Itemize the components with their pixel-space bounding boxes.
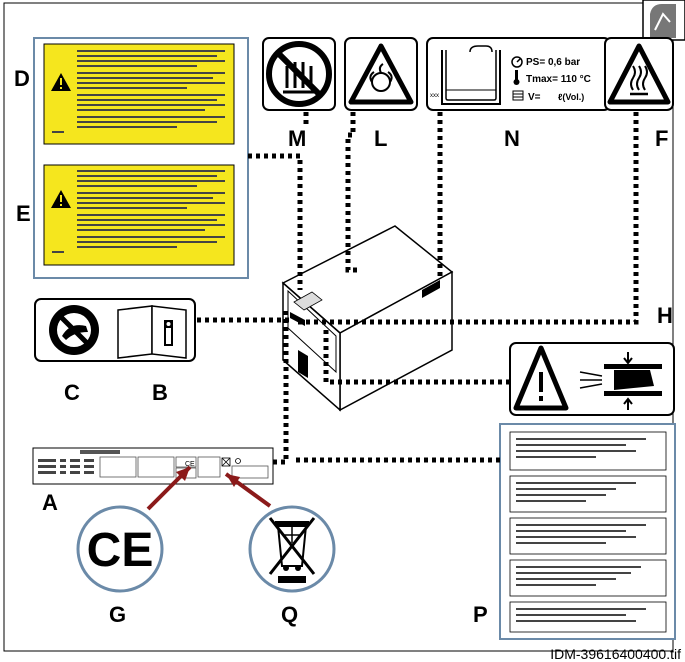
pressure-volume-value: ℓ(Vol.) (558, 92, 584, 102)
read-manual-icon (117, 305, 187, 359)
instruction-sheet (499, 423, 676, 640)
warning-label-e (43, 164, 235, 266)
weee-bin-zoom (248, 505, 336, 593)
outer-frame (3, 2, 674, 652)
label-e: E (16, 201, 31, 226)
label-a: A (42, 490, 58, 515)
ce-mark-zoom: CE (76, 505, 164, 593)
pressure-ps-text: PS= 0,6 bar (526, 57, 580, 68)
no-steam-hand-icon (262, 37, 336, 111)
label-b: B (152, 380, 168, 405)
label-m: M (288, 126, 307, 151)
label-q: Q (281, 602, 299, 627)
pressure-volume-prefix: V= (528, 92, 541, 103)
label-n: N (504, 126, 520, 151)
image-filename: IDM-39616400400.tif (550, 646, 681, 662)
hot-surface-warning-icon (604, 37, 674, 111)
pressure-tmax-text: Tmax= 110 °C (526, 74, 591, 85)
warning-label-sheet (33, 37, 249, 279)
label-c: C (64, 380, 80, 405)
label-f: F (655, 126, 669, 151)
appliance-illustration (281, 225, 454, 412)
warning-triangle-icon-d (51, 73, 71, 91)
label-g: G (109, 602, 127, 627)
warning-text-lines-e (52, 170, 225, 253)
warning-triangle-icon-e (51, 190, 71, 208)
svg-text:xxx: xxx (430, 93, 439, 99)
no-tools-icon (49, 305, 99, 355)
crush-hazard-panel (509, 342, 675, 416)
hot-steam-warning-icon (344, 37, 418, 111)
warning-text-lines-d (52, 50, 225, 133)
warning-label-d (43, 43, 235, 145)
ce-mark-text: CE (87, 524, 154, 577)
no-tools-and-manual-panel (34, 298, 196, 362)
svg-text:CE: CE (185, 461, 195, 468)
label-d: D (14, 66, 30, 91)
leader-lines (197, 112, 639, 465)
zoom-arrows (146, 465, 272, 511)
label-l: L (374, 126, 388, 151)
label-h: H (657, 303, 673, 328)
corner-thumbnail (642, 0, 685, 41)
pressure-info-panel: xxx PS= 0,6 bar Tmax= 110 °C V= ℓ(Vol.) (426, 37, 611, 111)
label-p: P (473, 602, 488, 627)
